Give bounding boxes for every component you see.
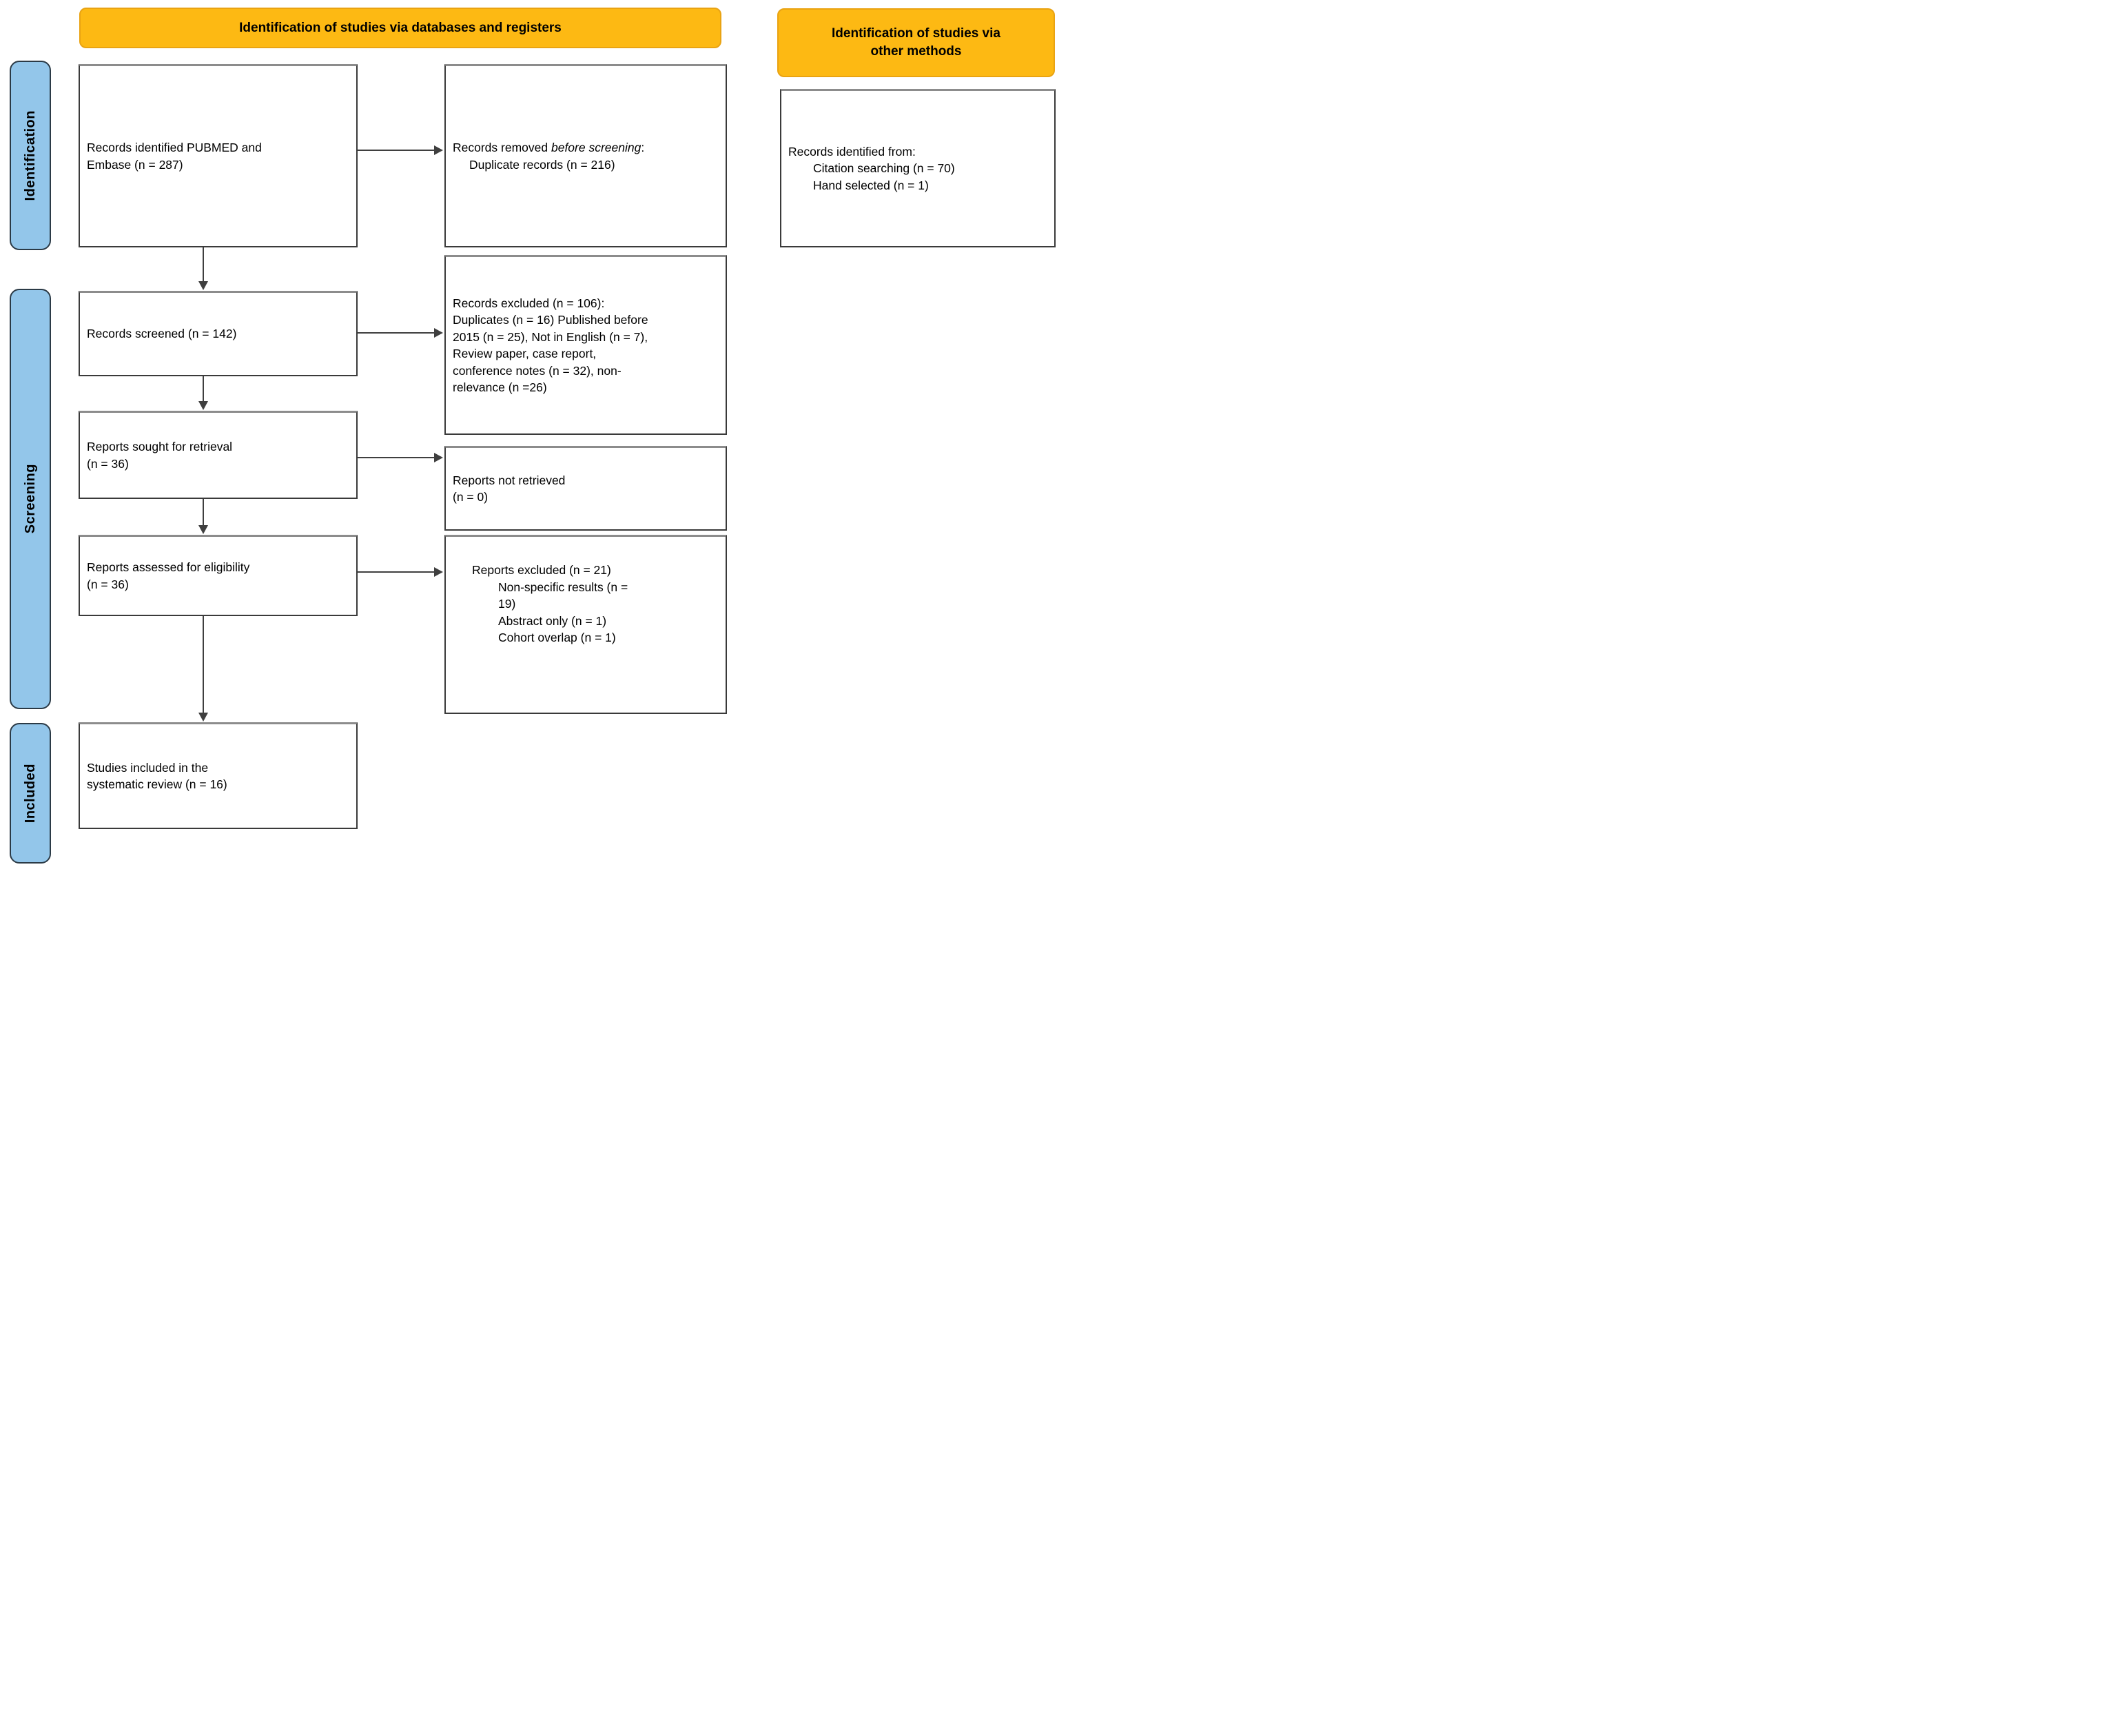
header-other-line2: other methods (870, 44, 962, 59)
prisma-flow-diagram: Identification of studies via databases … (0, 0, 1062, 868)
box-line: (n = 36) (87, 577, 129, 591)
stage-screening: Screening (10, 289, 51, 709)
box-line: Duplicates (n = 16) Published before (453, 313, 648, 327)
box-line: Reports not retrieved (453, 473, 566, 487)
arrow-sought-to-not-retrieved-line (358, 457, 435, 458)
arrow-screened-to-excluded-line (358, 332, 435, 334)
header-databases-label: Identification of studies via databases … (239, 20, 562, 35)
box-records-removed: Records removed before screening: Duplic… (444, 64, 727, 247)
arrow-sought-to-not-retrieved-head (434, 453, 443, 462)
box-line: 2015 (n = 25), Not in English (n = 7), (453, 329, 648, 344)
stage-screening-label: Screening (22, 464, 38, 534)
header-other-methods: Identification of studies via other meth… (777, 8, 1055, 77)
arrow-identified-to-removed-line (358, 150, 435, 151)
arrow-identified-to-screened-head (198, 281, 208, 290)
box-line: Cohort overlap (n = 1) (498, 631, 616, 644)
box-records-other-methods: Records identified from: Citation search… (780, 89, 1056, 247)
box-line: Records removed before screening: (453, 139, 719, 156)
arrow-identified-to-removed-head (434, 145, 443, 155)
stage-included: Included (10, 723, 51, 864)
box-reports-assessed: Reports assessed for eligibility (n = 36… (79, 535, 358, 616)
box-line: (n = 36) (87, 456, 129, 471)
box-studies-included: Studies included in the systematic revie… (79, 722, 358, 829)
box-line: Non-specific results (n = (498, 580, 628, 594)
box-line: Review paper, case report, (453, 347, 597, 360)
box-reports-sought: Reports sought for retrieval (n = 36) (79, 411, 358, 499)
arrow-screened-to-excluded-head (434, 328, 443, 338)
arrow-assessed-to-excluded-line (358, 571, 435, 573)
box-line: conference notes (n = 32), non- (453, 363, 622, 378)
box-line: Abstract only (n = 1) (498, 613, 607, 628)
box-records-screened: Records screened (n = 142) (79, 291, 358, 376)
arrow-sought-to-assessed-head (198, 525, 208, 534)
box-line: Records identified from: (788, 144, 916, 159)
header-databases-registers: Identification of studies via databases … (79, 8, 721, 48)
stage-identification-label: Identification (22, 110, 38, 201)
box-line: Records screened (n = 142) (87, 327, 237, 341)
arrow-screened-to-sought-head (198, 401, 208, 410)
box-records-identified: Records identified PUBMED and Embase (n … (79, 64, 358, 247)
records-removed-suffix: : (641, 141, 645, 154)
box-line: systematic review (n = 16) (87, 777, 227, 791)
box-line: 19) (498, 597, 516, 611)
records-removed-italic: before screening (551, 141, 641, 154)
header-other-line1: Identification of studies via (832, 26, 1000, 41)
box-line: Records identified PUBMED and (87, 141, 262, 154)
stage-identification: Identification (10, 61, 51, 250)
box-records-excluded: Records excluded (n = 106): Duplicates (… (444, 255, 727, 435)
arrow-assessed-to-included-line (203, 616, 204, 714)
box-reports-not-retrieved: Reports not retrieved (n = 0) (444, 446, 727, 531)
box-line: (n = 0) (453, 490, 489, 504)
box-line: Citation searching (n = 70) (813, 161, 955, 176)
box-line: Records excluded (n = 106): (453, 296, 605, 310)
box-line: Duplicate records (n = 216) (469, 157, 615, 172)
arrow-sought-to-assessed-line (203, 499, 204, 527)
arrow-assessed-to-excluded-head (434, 567, 443, 577)
stage-included-label: Included (22, 763, 38, 824)
box-line: Hand selected (n = 1) (813, 178, 929, 192)
arrow-screened-to-sought-line (203, 376, 204, 402)
box-line: Reports excluded (n = 21) (472, 563, 611, 577)
box-line: Reports sought for retrieval (87, 440, 233, 453)
box-line: Embase (n = 287) (87, 157, 183, 172)
records-removed-prefix: Records removed (453, 141, 551, 154)
box-reports-excluded: Reports excluded (n = 21) Non-specific r… (444, 535, 727, 714)
box-line: Reports assessed for eligibility (87, 560, 250, 574)
arrow-identified-to-screened-line (203, 247, 204, 283)
box-line: relevance (n =26) (453, 380, 547, 394)
header-other-label: Identification of studies via other meth… (832, 25, 1000, 60)
box-line: Studies included in the (87, 760, 209, 775)
arrow-assessed-to-included-head (198, 713, 208, 722)
